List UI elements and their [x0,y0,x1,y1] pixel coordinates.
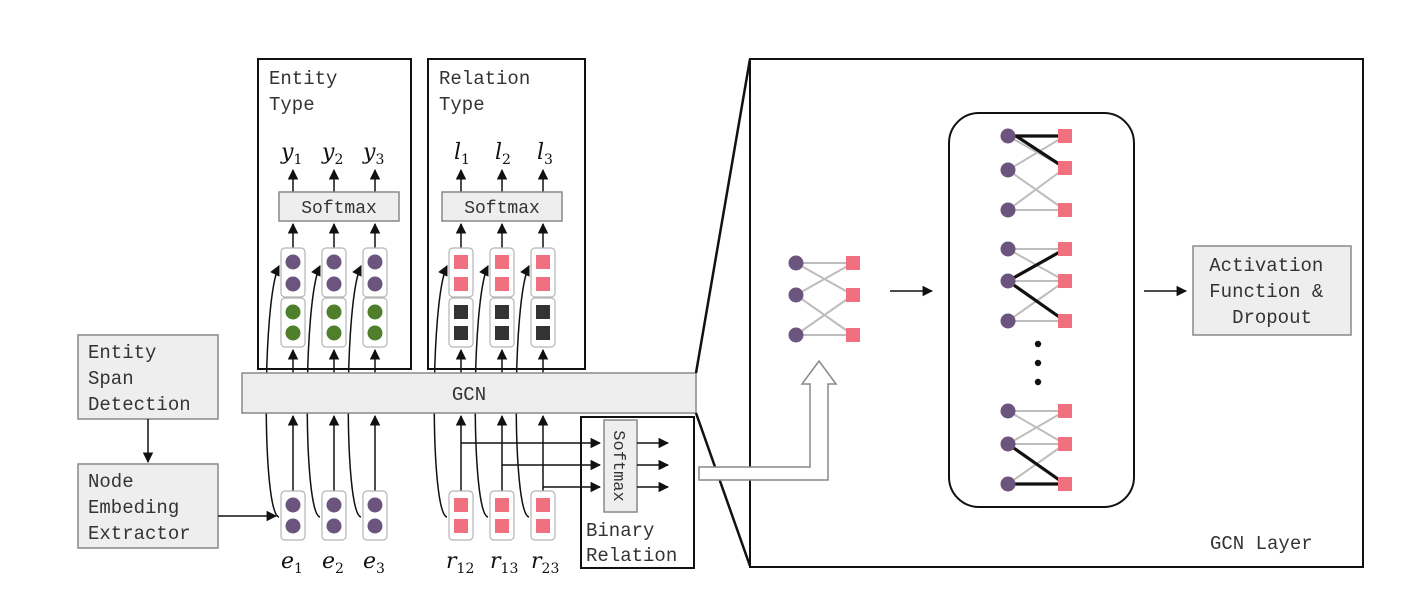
output-l3: l3 [537,140,553,168]
entity-type-label: Entity Type [269,68,349,116]
input-r13: r13 [490,549,518,577]
entity-stack-2 [321,247,347,348]
gcn-bar [241,372,697,414]
activation-label: Activation Function & Dropout [1209,255,1334,329]
binary-input-arrows [461,437,602,493]
activation-box [1192,245,1352,336]
entity-span-detection-label: Entity Span Detection [88,342,191,416]
gcn-input-arrows [287,414,549,491]
graph-container [948,112,1135,508]
hollow-arrow [698,359,838,481]
entity-stack-3 [362,247,388,348]
binary-softmax-box [603,419,638,513]
input-e2: e2 [322,549,344,577]
input-relation-12 [448,490,474,541]
binary-relation-label: Binary Relation [586,520,677,567]
zoom-lines [694,58,752,567]
relation-type-label: Relation Type [439,68,542,116]
node-embedding-extractor-box [77,463,219,549]
input-e1: e1 [281,549,303,577]
relation-stack-2 [489,247,515,348]
binary-softmax-label: Softmax [608,430,627,501]
input-entity-1 [280,490,306,541]
gcn-layer-label: GCN Layer [1210,533,1313,555]
relation-stack-1 [448,247,474,348]
ellipsis-dots [1034,340,1042,386]
relation-stack-3 [530,247,556,348]
output-arrows [287,168,549,192]
relation-softmax-label: Softmax [464,199,540,219]
graph-group-2 [1000,241,1072,329]
relation-outputs: l1 l2 l3 [454,140,553,168]
output-l1: l1 [454,140,470,168]
entity-span-detection-box [77,334,219,420]
input-r23: r23 [531,549,559,577]
input-entity-3 [362,490,388,541]
input-entity-labels: e1 e2 e3 [281,549,385,577]
output-y1: y1 [280,140,302,168]
graph-group-3 [1000,403,1072,492]
input-relation-13 [489,490,515,541]
bipartite-graph-small [788,255,860,343]
input-entity-2 [321,490,347,541]
node-embedding-extractor-label: Node Embeding Extractor [88,471,191,545]
graph-group-1 [1000,128,1072,218]
output-y2: y2 [321,140,343,168]
input-relation-labels: r12 r13 r23 [446,549,559,577]
input-relation-23 [530,490,556,541]
entity-softmax-label: Softmax [301,199,377,219]
entity-outputs: y1 y2 y3 [280,140,384,168]
entity-softmax-box [278,191,400,222]
relation-softmax-box [441,191,563,222]
gcn-output-arrows [287,348,549,373]
gcn-label: GCN [452,384,486,406]
entity-stack-1 [280,247,306,348]
softmax-input-arrows [287,222,549,248]
input-r12: r12 [446,549,474,577]
binary-output-arrows [637,437,670,493]
output-y3: y3 [362,140,384,168]
output-l2: l2 [495,140,511,168]
input-e3: e3 [363,549,385,577]
